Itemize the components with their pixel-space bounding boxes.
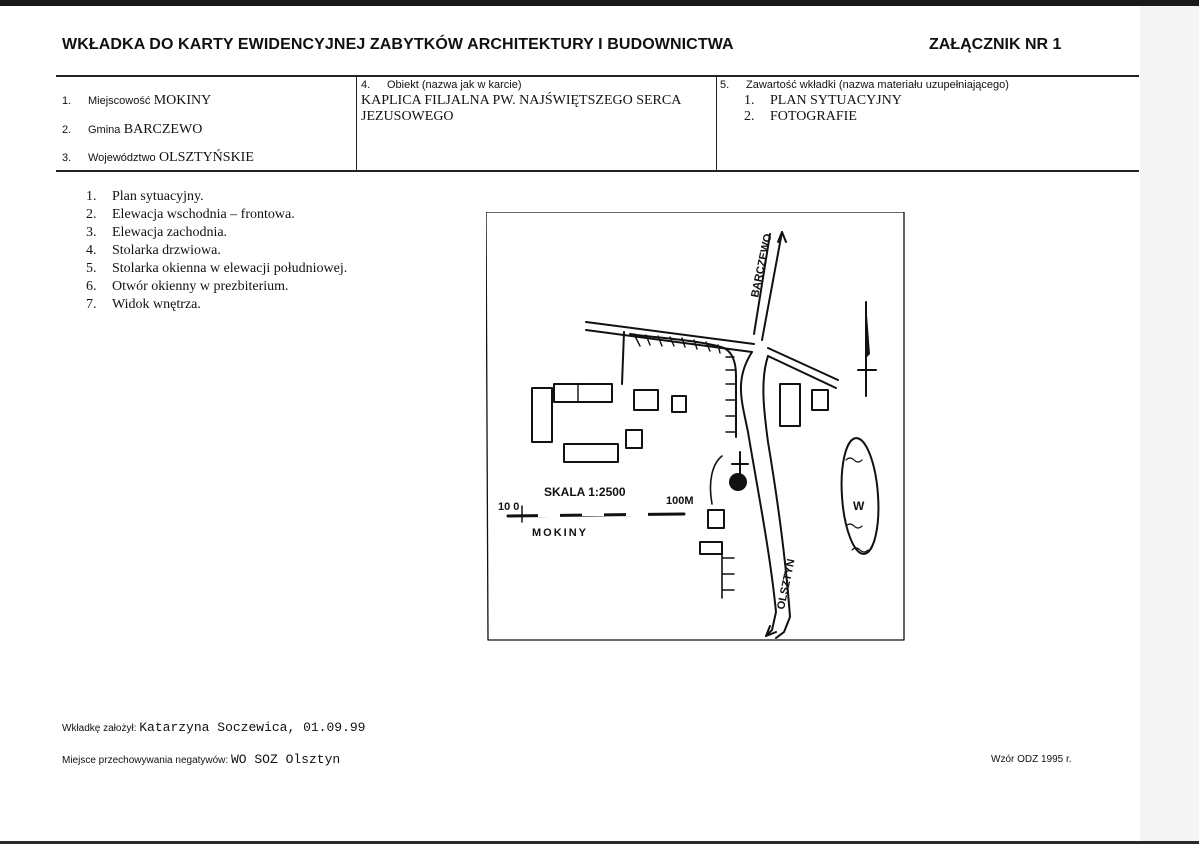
- map-frame-border: [486, 212, 905, 641]
- field-number: 4.: [361, 79, 371, 91]
- building: [699, 541, 723, 555]
- object-header: 4. Obiekt (nazwa jak w karcie): [361, 79, 522, 91]
- scan-shade-right: [1140, 6, 1199, 841]
- page-title: WKŁADKA DO KARTY EWIDENCYJNEJ ZABYTKÓW A…: [62, 36, 734, 53]
- map-place-name: MOKINY: [532, 527, 588, 539]
- chapel-marker-icon: [729, 473, 747, 491]
- list-item: 4.Stolarka drzwiowa.: [86, 243, 221, 258]
- building: [811, 389, 829, 411]
- building: [531, 387, 553, 443]
- list-item: 3.Elewacja zachodnia.: [86, 225, 228, 240]
- arrow-north-road: [777, 231, 787, 243]
- locality-value: MOKINY: [153, 93, 212, 108]
- road-barczewo: [753, 231, 783, 341]
- cross-icon: [731, 451, 749, 475]
- column-separator: [716, 77, 717, 170]
- map-scale-end: 100M: [666, 495, 694, 507]
- hatching-street: [633, 333, 737, 433]
- storage-label: Miejsce przechowywania negatywów:: [62, 755, 229, 766]
- map-label-olsztyn: OLSZTYN: [775, 558, 797, 611]
- map-scale-start: 10 0: [498, 501, 519, 513]
- water-wave-icon: [845, 457, 869, 553]
- storage-line: Miejsce przechowywania negatywów: WO SOZ…: [62, 752, 340, 767]
- street-east: [767, 347, 839, 389]
- object-name-line: JEZUSOWEGO: [361, 109, 454, 124]
- road-main-east: [762, 355, 791, 639]
- contents-header: 5. Zawartość wkładki (nazwa materiału uzu…: [720, 79, 1009, 91]
- list-item: 2.FOTOGRAFIE: [744, 109, 857, 124]
- storage-value: WO SOZ Olsztyn: [230, 752, 341, 767]
- object-label: Obiekt (nazwa jak w karcie): [387, 79, 522, 91]
- building: [563, 443, 619, 463]
- locality-label: Miejscowość: [88, 95, 151, 107]
- voivodeship-field: 3. Województwo OLSZTYŃSKIE: [62, 150, 254, 166]
- voivodeship-value: OLSZTYŃSKIE: [159, 150, 254, 165]
- founder-label: Wkładkę założył:: [62, 723, 137, 734]
- object-name-line: KAPLICA FILJALNA PW. NAJŚWIĘTSZEGO SERCA: [361, 93, 682, 108]
- building: [671, 395, 687, 413]
- chapel-path: [709, 455, 723, 505]
- map-scale-text: SKALA 1:2500: [544, 485, 626, 499]
- form-table: 1. Miejscowość MOKINY 2. Gmina BARCZEWO 3.…: [56, 75, 1139, 172]
- scan-edge-bottom: [0, 841, 1199, 844]
- list-item: 2.Elewacja wschodnia – frontowa.: [86, 207, 295, 222]
- object-name: KAPLICA FILJALNA PW. NAJŚWIĘTSZEGO SERCA…: [361, 93, 681, 125]
- arrow-south-road: [765, 625, 777, 637]
- building: [707, 509, 725, 529]
- commune-label: Gmina: [88, 124, 121, 136]
- commune-value: BARCZEWO: [123, 122, 203, 137]
- list-item: 7.Widok wnętrza.: [86, 297, 201, 312]
- locality-field: 1. Miejscowość MOKINY: [62, 93, 211, 109]
- founder-value: Katarzyna Soczewica, 01.09.99: [139, 720, 366, 735]
- voivodeship-label: Województwo: [88, 152, 156, 164]
- field-number: 1.: [62, 95, 72, 107]
- document-list: 1.Plan sytuacyjny. 2.Elewacja wschodnia …: [86, 188, 347, 314]
- annex-number: ZAŁĄCZNIK NR 1: [929, 36, 1062, 53]
- founder-line: Wkładkę założył: Katarzyna Soczewica, 01…: [62, 720, 366, 735]
- field-number: 2.: [62, 124, 72, 136]
- template-version: Wzór ODZ 1995 r.: [991, 754, 1072, 765]
- building: [779, 383, 801, 427]
- building: [625, 429, 643, 449]
- field-number: 5.: [720, 79, 730, 91]
- commune-field: 2. Gmina BARCZEWO: [62, 122, 202, 138]
- list-item: 6.Otwór okienny w prezbiterium.: [86, 279, 289, 294]
- list-item: 1.Plan sytuacyjny.: [86, 189, 204, 204]
- map-water-label: W: [853, 499, 865, 513]
- column-separator: [356, 77, 357, 170]
- pond: [840, 437, 880, 555]
- contents-label: Zawartość wkładki (nazwa materiału uzupe…: [746, 79, 1009, 91]
- hatching-south: [721, 547, 735, 599]
- list-item: 1.PLAN SYTUACYJNY: [744, 93, 902, 108]
- street-inner: [621, 331, 737, 438]
- list-item: 5.Stolarka okienna w elewacji południowe…: [86, 261, 348, 276]
- scan-edge-top: [0, 0, 1199, 6]
- road-main-west: [740, 351, 777, 637]
- building: [553, 383, 613, 403]
- contents-list: 1.PLAN SYTUACYJNY 2.FOTOGRAFIE: [744, 93, 902, 125]
- field-number: 3.: [62, 152, 72, 164]
- building: [633, 389, 659, 411]
- north-arrow-head: [866, 302, 870, 358]
- site-plan-map: BARCZEWO OLSZTYN SKALA 1:2500 10 0 100M …: [486, 212, 905, 641]
